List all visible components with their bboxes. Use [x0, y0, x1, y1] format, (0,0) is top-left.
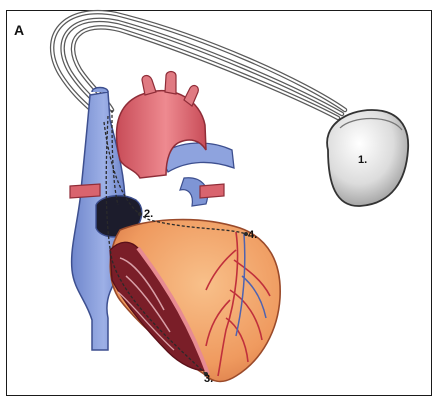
atrial-lead-label: 2.	[144, 208, 153, 220]
device-label: 1.	[358, 154, 367, 166]
pacemaker-device: 1.	[327, 110, 408, 206]
ventricles	[110, 220, 280, 382]
lv-lead-label: 4.	[248, 229, 257, 241]
ventricular-lead-label: 3.	[204, 373, 213, 385]
